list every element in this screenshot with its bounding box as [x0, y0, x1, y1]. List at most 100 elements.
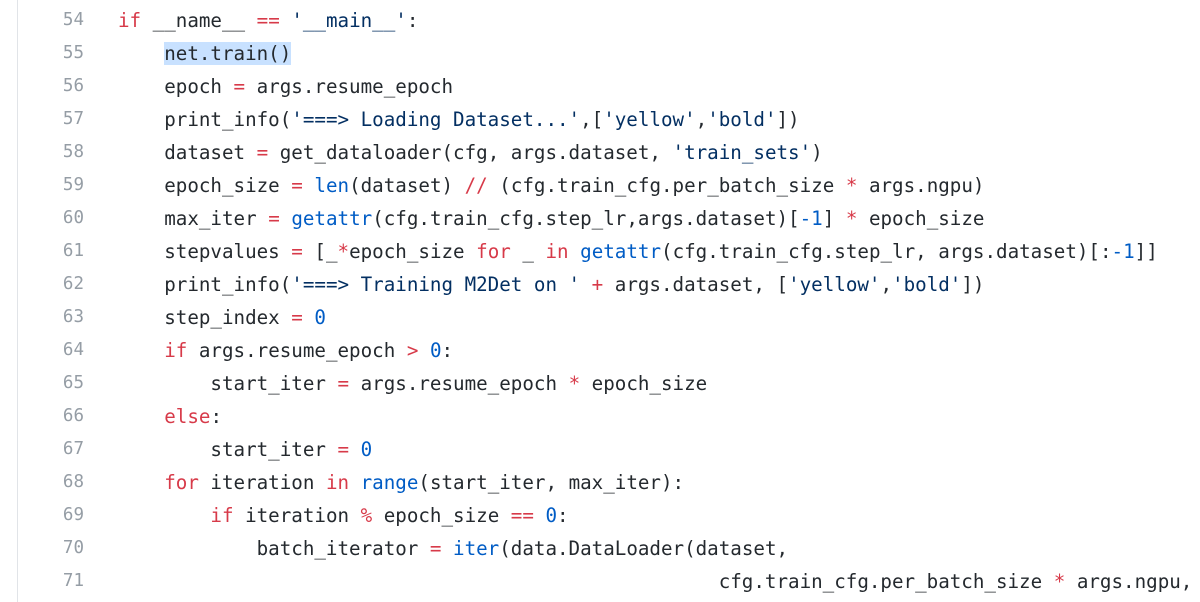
- line-number[interactable]: 70: [62, 538, 84, 558]
- line-number[interactable]: 71: [62, 571, 84, 591]
- line-number[interactable]: 56: [62, 76, 84, 96]
- operator-token: =: [268, 207, 280, 230]
- code-token: ,: [880, 273, 893, 296]
- code-line: 62 print_info('===> Training M2Det on ' …: [0, 268, 1200, 301]
- gutter-border: [17, 0, 18, 602]
- operator-token: *: [1053, 570, 1066, 593]
- code-token: epoch: [164, 75, 234, 98]
- line-number[interactable]: 61: [62, 241, 84, 261]
- line-number[interactable]: 68: [62, 472, 84, 492]
- code-token: epoch_size: [372, 504, 511, 527]
- builtin-token: getattr: [291, 207, 373, 230]
- keyword-token: if: [118, 9, 142, 32]
- code-line: 70 batch_iterator = iter(data.DataLoader…: [0, 532, 1200, 565]
- code-token: ,[: [580, 108, 604, 131]
- code-token: batch_iterator: [256, 537, 430, 560]
- indent: [118, 405, 164, 428]
- code-token: [303, 174, 315, 197]
- code-token: (cfg.train_cfg.step_lr,args.dataset)[: [372, 207, 800, 230]
- line-code: start_iter = args.resume_epoch * epoch_s…: [118, 367, 707, 400]
- indent: [118, 75, 164, 98]
- line-number[interactable]: 65: [62, 373, 84, 393]
- code-line: 56 epoch = args.resume_epoch: [0, 70, 1200, 103]
- code-token: args.dataset, [: [603, 273, 789, 296]
- selected-text: net.train(): [164, 42, 292, 65]
- line-number[interactable]: 63: [62, 307, 84, 327]
- indent: [118, 141, 164, 164]
- line-number[interactable]: 66: [62, 406, 84, 426]
- operator-token: *: [568, 372, 581, 395]
- builtin-token: getattr: [580, 240, 662, 263]
- indent: [118, 42, 164, 65]
- keyword-token: for: [476, 240, 511, 263]
- builtin-token: len: [314, 174, 350, 197]
- code-token: print_info(: [164, 273, 292, 296]
- code-token: epoch_size: [164, 174, 292, 197]
- line-number[interactable]: 62: [62, 274, 84, 294]
- code-token: iteration: [198, 471, 326, 494]
- operator-token: +: [591, 273, 604, 296]
- line-number[interactable]: 54: [62, 10, 84, 30]
- operator-token: //: [464, 174, 488, 197]
- operator-token: =: [291, 240, 303, 263]
- code-token: :: [406, 9, 419, 32]
- code-line: 69 if iteration % epoch_size == 0:: [0, 499, 1200, 532]
- number-token: 0: [314, 306, 326, 329]
- line-number[interactable]: 57: [62, 109, 84, 129]
- code-token: dataset: [164, 141, 257, 164]
- keyword-token: in: [325, 471, 350, 494]
- string-token: 'train_sets': [672, 141, 812, 164]
- code-token: ]]: [1134, 240, 1158, 263]
- indent: [118, 537, 257, 560]
- line-code: cfg.train_cfg.per_batch_size * args.ngpu…: [118, 565, 1193, 598]
- code-line: 57 print_info('===> Loading Dataset...',…: [0, 103, 1200, 136]
- line-number[interactable]: 58: [62, 142, 84, 162]
- operator-token: ==: [256, 9, 280, 32]
- code-token: epoch_size: [349, 240, 477, 263]
- string-token: '===> Training M2Det on ': [291, 273, 581, 296]
- code-token: ]): [776, 108, 800, 131]
- code-token: ]): [961, 273, 985, 296]
- code-token: (cfg.train_cfg.step_lr, args.dataset)[:: [661, 240, 1112, 263]
- operator-token: =: [429, 537, 442, 560]
- builtin-token: range: [360, 471, 419, 494]
- line-number[interactable]: 69: [62, 505, 84, 525]
- builtin-token: iter: [453, 537, 500, 560]
- code-token: args.ngpu,: [1065, 570, 1193, 593]
- code-token: args.ngpu): [857, 174, 985, 197]
- code-token: [280, 207, 292, 230]
- code-token: stepvalues: [164, 240, 292, 263]
- code-token: max_iter: [164, 207, 269, 230]
- code-line: 60 max_iter = getattr(cfg.train_cfg.step…: [0, 202, 1200, 235]
- keyword-token: for: [164, 471, 199, 494]
- number-token: -1: [1111, 240, 1135, 263]
- code-token: [280, 9, 292, 32]
- line-number[interactable]: 59: [62, 175, 84, 195]
- code-token: epoch_size: [580, 372, 708, 395]
- code-token: step_index: [164, 306, 292, 329]
- operator-token: =: [291, 174, 303, 197]
- code-line: 67 start_iter = 0: [0, 433, 1200, 466]
- line-number[interactable]: 64: [62, 340, 84, 360]
- string-token: 'bold': [892, 273, 962, 296]
- indent: [118, 339, 164, 362]
- line-code: step_index = 0: [118, 301, 326, 334]
- line-code: epoch_size = len(dataset) // (cfg.train_…: [118, 169, 984, 202]
- code-token: [418, 339, 430, 362]
- code-line: 58 dataset = get_dataloader(cfg, args.da…: [0, 136, 1200, 169]
- line-number[interactable]: 67: [62, 439, 84, 459]
- line-code: max_iter = getattr(cfg.train_cfg.step_lr…: [118, 202, 984, 235]
- line-code: if iteration % epoch_size == 0:: [118, 499, 568, 532]
- code-token: [349, 438, 361, 461]
- keyword-token: else: [164, 405, 211, 428]
- code-token: ,: [695, 108, 708, 131]
- line-number[interactable]: 55: [62, 43, 84, 63]
- line-number[interactable]: 60: [62, 208, 84, 228]
- line-code: epoch = args.resume_epoch: [118, 70, 453, 103]
- code-token: (cfg.train_cfg.per_batch_size: [487, 174, 846, 197]
- indent: [118, 372, 210, 395]
- string-token: 'yellow': [788, 273, 881, 296]
- indent: [118, 570, 719, 593]
- indent: [118, 438, 210, 461]
